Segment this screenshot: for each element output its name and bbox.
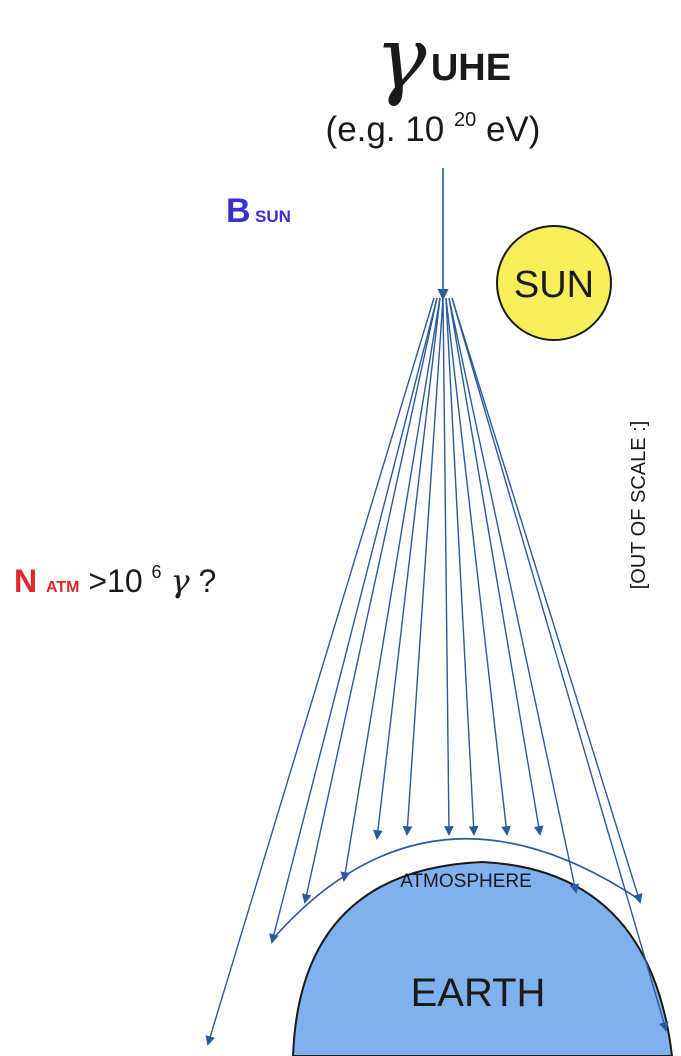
cascade-photon-arrow [373, 297, 441, 840]
cascade-photon-arrow [451, 297, 669, 1032]
atmosphere-arc [271, 838, 641, 941]
scale-note: [OUT OF SCALE :] [628, 421, 650, 590]
gamma-symbol: γ [375, 9, 427, 109]
count-exponent: 6 [152, 562, 162, 582]
cascade-photon-arrow [301, 297, 438, 904]
count-question: ? [198, 563, 216, 599]
n-subscript: ATM [46, 579, 79, 596]
cascade-photon-arrow [205, 297, 435, 1046]
energy-suffix: eV) [486, 110, 540, 149]
earth-shape [291, 860, 674, 1056]
b-symbol: B [226, 192, 251, 230]
cascade-photon-arrow [402, 297, 444, 836]
photon-title: γ UHE [375, 9, 511, 109]
energy-prefix: (e.g. 10 [326, 110, 445, 149]
cascade-photon-arrow [442, 297, 454, 836]
cascade-count-label: N ATM >10 6 γ ? [14, 549, 216, 600]
count-gamma: γ [170, 562, 190, 600]
sun-label: SUN [514, 264, 594, 306]
cascade-photon-arrow [445, 297, 479, 836]
cascade-photon-arrow [451, 297, 643, 904]
sun-circle [496, 225, 612, 341]
magnetic-field-label: B SUN [226, 192, 291, 230]
energy-exponent: 20 [454, 109, 476, 131]
cascade-photon-arrow [269, 297, 438, 944]
cascade-photon-arrow [340, 297, 441, 882]
count-relation: >10 [88, 563, 142, 599]
n-symbol: N [14, 563, 37, 599]
cascade-photon-arrow [445, 297, 511, 836]
cascade-fan [205, 297, 669, 1046]
atmosphere-label: ATMOSPHERE [400, 871, 532, 892]
cascade-photon-arrow [448, 297, 580, 894]
uhe-subscript: UHE [431, 47, 511, 89]
energy-example: (e.g. 10 20 eV) [326, 95, 541, 149]
earth-label: EARTH [411, 971, 546, 1015]
cascade-photon-arrow [448, 297, 544, 836]
b-subscript: SUN [255, 207, 291, 226]
